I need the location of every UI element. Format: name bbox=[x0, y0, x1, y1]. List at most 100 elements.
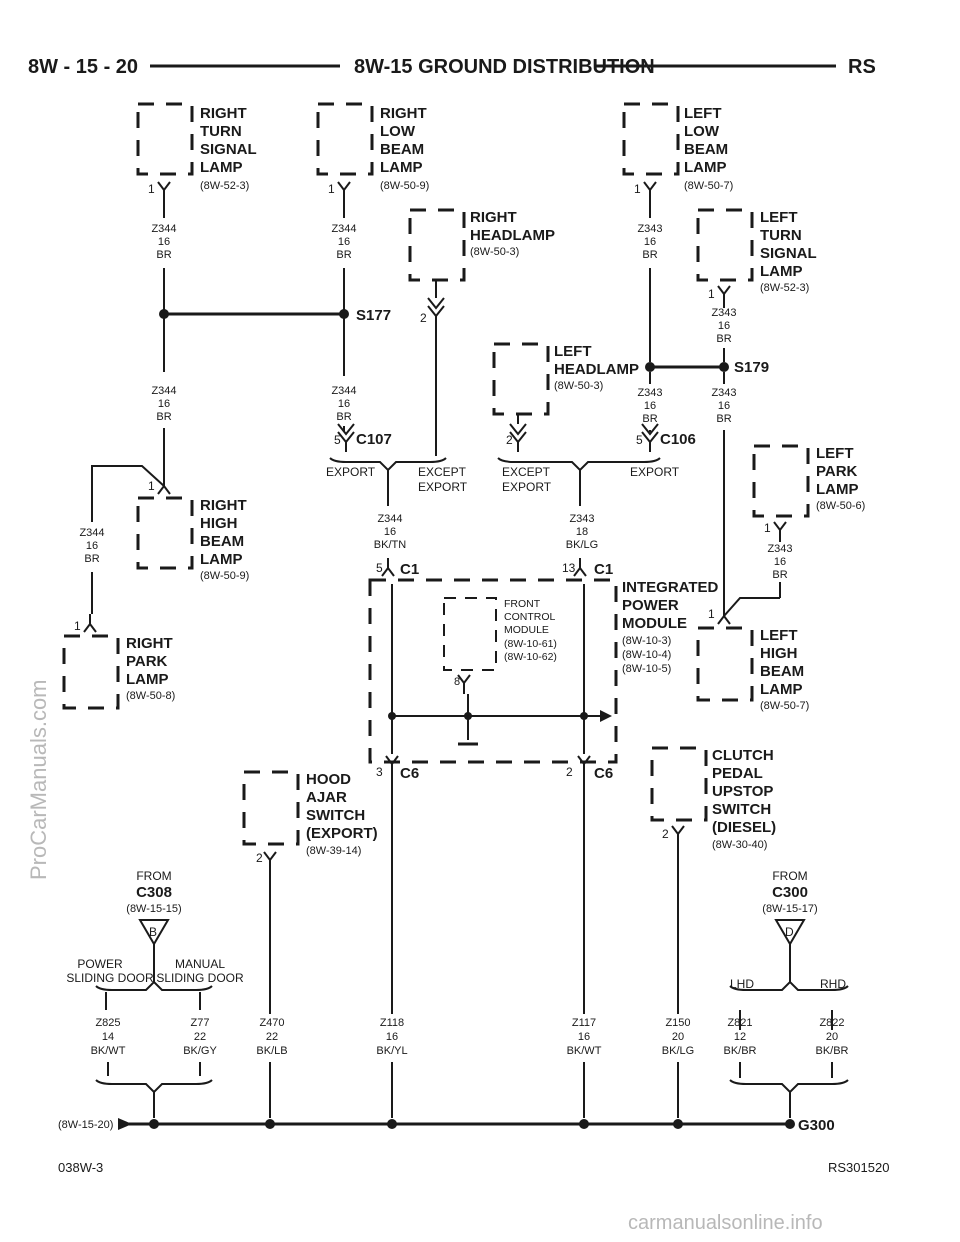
svg-text:(8W-50-9): (8W-50-9) bbox=[200, 570, 249, 582]
svg-text:22: 22 bbox=[266, 1031, 278, 1043]
svg-text:BK/BR: BK/BR bbox=[723, 1045, 756, 1057]
svg-text:BK/GY: BK/GY bbox=[183, 1045, 217, 1057]
svg-text:SIGNAL: SIGNAL bbox=[760, 245, 817, 262]
connector-double-pins bbox=[337, 297, 659, 452]
left-low-beam-lamp: LEFT LOW BEAM LAMP (8W-50-7) 1 bbox=[622, 102, 733, 196]
svg-text:BEAM: BEAM bbox=[380, 141, 424, 158]
svg-text:BK/LG: BK/LG bbox=[566, 539, 598, 551]
svg-text:(8W-52-3): (8W-52-3) bbox=[200, 180, 249, 192]
svg-text:8: 8 bbox=[454, 676, 460, 688]
svg-text:HIGH: HIGH bbox=[760, 645, 798, 662]
svg-text:5: 5 bbox=[376, 561, 383, 575]
header-bar: 8W - 15 - 20 8W-15 GROUND DISTRIBUTION R… bbox=[0, 0, 960, 90]
svg-text:POWER: POWER bbox=[77, 957, 123, 971]
svg-text:Z825: Z825 bbox=[95, 1017, 120, 1029]
svg-text:FROM: FROM bbox=[136, 869, 171, 883]
svg-text:BR: BR bbox=[772, 569, 787, 581]
right-turn-signal-lamp: RIGHT TURN SIGNAL LAMP (8W-52-3) 1 bbox=[136, 102, 257, 196]
svg-text:PARK: PARK bbox=[816, 463, 858, 480]
svg-text:20: 20 bbox=[826, 1031, 838, 1043]
svg-text:22: 22 bbox=[194, 1031, 206, 1043]
svg-text:16: 16 bbox=[578, 1031, 590, 1043]
svg-text:SLIDING DOOR: SLIDING DOOR bbox=[66, 971, 154, 985]
svg-text:HEADLAMP: HEADLAMP bbox=[470, 227, 555, 244]
svg-text:16: 16 bbox=[386, 1031, 398, 1043]
svg-text:(8W-50-8): (8W-50-8) bbox=[126, 690, 175, 702]
svg-text:Z343: Z343 bbox=[637, 387, 662, 399]
side-watermark: ProCarManuals.com bbox=[26, 679, 51, 880]
left-headlamp: LEFT HEADLAMP (8W-50-3) bbox=[492, 342, 639, 416]
svg-text:(8W-15-20): (8W-15-20) bbox=[58, 1119, 113, 1131]
svg-text:1: 1 bbox=[148, 182, 155, 196]
svg-text:Z344: Z344 bbox=[151, 223, 176, 235]
svg-text:Z343: Z343 bbox=[711, 307, 736, 319]
svg-text:RIGHT: RIGHT bbox=[200, 105, 247, 122]
svg-text:13: 13 bbox=[562, 561, 576, 575]
svg-text:Z344: Z344 bbox=[377, 513, 402, 525]
svg-text:BR: BR bbox=[84, 553, 99, 565]
svg-text:5: 5 bbox=[636, 433, 643, 447]
svg-text:BR: BR bbox=[156, 411, 171, 423]
svg-text:C107: C107 bbox=[356, 431, 392, 448]
svg-text:LAMP: LAMP bbox=[816, 481, 859, 498]
svg-text:(8W-15-17): (8W-15-17) bbox=[762, 903, 817, 915]
svg-text:SIGNAL: SIGNAL bbox=[200, 141, 257, 158]
svg-text:2: 2 bbox=[506, 433, 513, 447]
svg-text:Z344: Z344 bbox=[151, 385, 176, 397]
svg-text:(8W-50-3): (8W-50-3) bbox=[554, 380, 603, 392]
svg-text:INTEGRATED: INTEGRATED bbox=[622, 579, 719, 596]
svg-text:BR: BR bbox=[336, 249, 351, 261]
svg-text:G300: G300 bbox=[798, 1117, 835, 1134]
svg-text:LAMP: LAMP bbox=[380, 159, 423, 176]
svg-text:LEFT: LEFT bbox=[554, 343, 592, 360]
svg-text:HOOD: HOOD bbox=[306, 771, 351, 788]
svg-text:Z343: Z343 bbox=[569, 513, 594, 525]
right-park-lamp: RIGHT PARK LAMP (8W-50-8) 1 bbox=[62, 619, 175, 710]
svg-text:14: 14 bbox=[102, 1031, 114, 1043]
svg-text:SLIDING DOOR: SLIDING DOOR bbox=[156, 971, 244, 985]
svg-text:RIGHT: RIGHT bbox=[470, 209, 517, 226]
svg-text:16: 16 bbox=[718, 320, 730, 332]
svg-text:2: 2 bbox=[420, 311, 427, 325]
svg-text:HEADLAMP: HEADLAMP bbox=[554, 361, 639, 378]
bottom-watermark: carmanualsonline.info bbox=[628, 1212, 823, 1234]
clutch-pedal-upstop-switch: CLUTCH PEDAL UPSTOP SWITCH (DIESEL) (8W-… bbox=[650, 746, 776, 851]
svg-text:(8W-15-15): (8W-15-15) bbox=[126, 903, 181, 915]
svg-text:LAMP: LAMP bbox=[200, 551, 243, 568]
svg-text:1: 1 bbox=[328, 182, 335, 196]
svg-text:C6: C6 bbox=[594, 765, 613, 782]
svg-text:Z344: Z344 bbox=[331, 223, 356, 235]
svg-text:Z344: Z344 bbox=[79, 527, 104, 539]
svg-text:LEFT: LEFT bbox=[760, 209, 798, 226]
svg-text:BK/TN: BK/TN bbox=[374, 539, 406, 551]
svg-text:EXPORT: EXPORT bbox=[502, 480, 552, 494]
svg-text:BEAM: BEAM bbox=[760, 663, 804, 680]
svg-text:(8W-30-40): (8W-30-40) bbox=[712, 839, 767, 851]
front-control-module: FRONT CONTROL MODULE (8W-10-61) (8W-10-6… bbox=[443, 597, 557, 688]
svg-text:1: 1 bbox=[708, 287, 715, 301]
svg-text:16: 16 bbox=[338, 398, 350, 410]
svg-text:LAMP: LAMP bbox=[684, 159, 727, 176]
svg-text:FRONT: FRONT bbox=[504, 598, 541, 610]
svg-text:C6: C6 bbox=[400, 765, 419, 782]
svg-text:1: 1 bbox=[634, 182, 641, 196]
svg-text:UPSTOP: UPSTOP bbox=[712, 783, 773, 800]
svg-text:C1: C1 bbox=[400, 561, 419, 578]
svg-text:MODULE: MODULE bbox=[622, 615, 687, 632]
svg-text:MODULE: MODULE bbox=[504, 624, 549, 636]
svg-text:Z344: Z344 bbox=[331, 385, 356, 397]
svg-text:(DIESEL): (DIESEL) bbox=[712, 819, 776, 836]
svg-text:BEAM: BEAM bbox=[684, 141, 728, 158]
svg-text:TURN: TURN bbox=[760, 227, 802, 244]
